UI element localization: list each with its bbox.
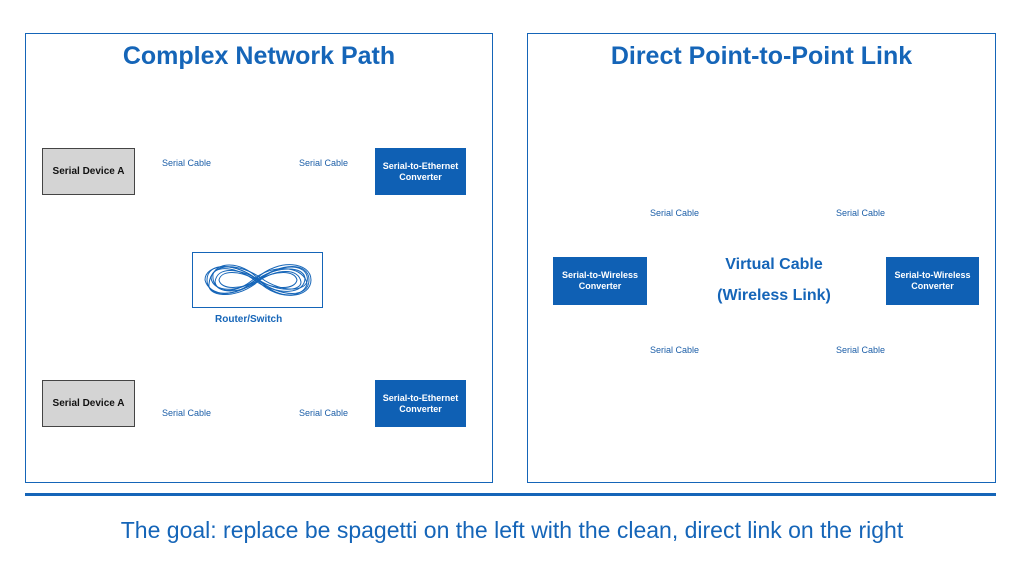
converter-ethernet-bottom: Serial-to-Ethernet Converter [375, 380, 466, 427]
router-switch-label: Router/Switch [215, 314, 283, 325]
router-switch-box [192, 252, 323, 308]
cable-label-left-3: Serial Cable [162, 408, 212, 418]
cable-label-right-4: Serial Cable [836, 345, 886, 355]
converter-ethernet-top: Serial-to-Ethernet Converter [375, 148, 466, 195]
cable-label-right-1: Serial Cable [650, 208, 700, 218]
virtual-cable-label: Virtual Cable [725, 256, 823, 273]
panel-title-right: Direct Point-to-Point Link [610, 42, 913, 70]
cable-label-left-1: Serial Cable [162, 158, 212, 168]
panel-title-left: Complex Network Path [122, 42, 396, 70]
serial-device-top: Serial Device A [42, 148, 135, 195]
wireless-link-label: (Wireless Link) [717, 287, 831, 304]
spaghetti-icon [203, 264, 312, 296]
cable-label-right-3: Serial Cable [650, 345, 700, 355]
converter-wireless-left: Serial-to-Wireless Converter [553, 257, 647, 305]
serial-device-bottom: Serial Device A [42, 380, 135, 427]
cable-label-right-2: Serial Cable [836, 208, 886, 218]
converter-wireless-right: Serial-to-Wireless Converter [886, 257, 979, 305]
caption-text: The goal: replace be spagetti on the lef… [120, 517, 904, 543]
cable-label-left-2: Serial Cable [299, 158, 349, 168]
cable-label-left-4: Serial Cable [299, 408, 349, 418]
divider-line [25, 493, 996, 496]
